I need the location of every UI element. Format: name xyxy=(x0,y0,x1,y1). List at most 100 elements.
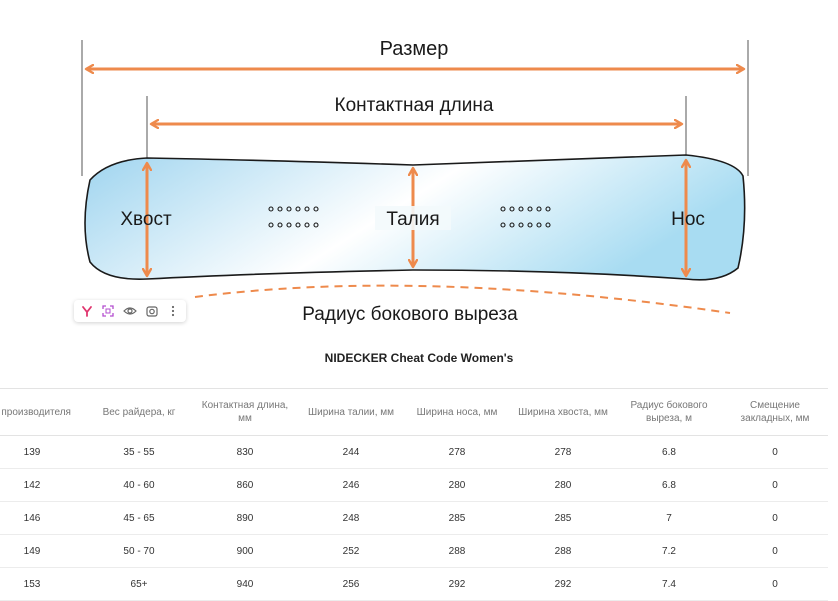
sidecut-radius-label: Радиус бокового выреза xyxy=(302,304,518,325)
table-cell: 6.8 xyxy=(616,435,722,469)
floating-toolbar xyxy=(74,300,186,322)
insert-hole xyxy=(500,206,506,212)
table-cell: 146 xyxy=(0,501,86,535)
y-filter-icon xyxy=(81,306,92,317)
insert-hole xyxy=(304,222,310,228)
more-icon xyxy=(172,305,175,317)
size-label: Размер xyxy=(380,38,449,60)
tail-label: Хвост xyxy=(120,209,172,230)
insert-hole xyxy=(527,206,533,212)
table-cell: 280 xyxy=(404,468,510,502)
table-cell: 6.8 xyxy=(616,468,722,502)
insert-hole xyxy=(500,222,506,228)
table-cell: 45 - 65 xyxy=(86,501,192,535)
header-insert-offset: Смещение закладных, мм xyxy=(722,388,828,436)
insert-hole xyxy=(518,206,524,212)
table-cell: 35 - 55 xyxy=(86,435,192,469)
table-cell: 285 xyxy=(404,501,510,535)
screenshot-icon xyxy=(102,305,115,317)
header-manufacturer-size: р производителя xyxy=(0,388,86,436)
size-table-container: р производителя Вес райдера, кг Контактн… xyxy=(0,388,838,601)
table-cell: 7.4 xyxy=(616,567,722,601)
header-waist-width: Ширина талии, мм xyxy=(298,388,404,436)
y-filter-button[interactable] xyxy=(78,302,96,320)
table-cell: 900 xyxy=(192,534,298,568)
insert-hole xyxy=(536,206,542,212)
table-cell: 285 xyxy=(510,501,616,535)
table-cell: 830 xyxy=(192,435,298,469)
table-cell: 7.2 xyxy=(616,534,722,568)
table-cell: 278 xyxy=(404,435,510,469)
snowboard-diagram: Размер Контактная длина Хвост Талия Нос … xyxy=(81,38,749,325)
table-cell: 0 xyxy=(722,501,828,535)
table-cell: 292 xyxy=(404,567,510,601)
table-cell: 0 xyxy=(722,435,828,469)
header-tail-width: Ширина хвоста, мм xyxy=(510,388,616,436)
insert-hole xyxy=(527,222,533,228)
table-cell: 288 xyxy=(404,534,510,568)
insert-hole xyxy=(313,222,319,228)
table-cell: 40 - 60 xyxy=(86,468,192,502)
table-title: NIDECKER Cheat Code Women's xyxy=(324,351,514,365)
insert-hole xyxy=(295,206,301,212)
table-cell: 149 xyxy=(0,534,86,568)
insert-hole xyxy=(277,206,283,212)
insert-hole xyxy=(509,222,515,228)
insert-hole xyxy=(313,206,319,212)
table-cell: 248 xyxy=(298,501,404,535)
more-button[interactable] xyxy=(164,302,182,320)
size-table: р производителя Вес райдера, кг Контактн… xyxy=(0,388,828,601)
table-cell: 0 xyxy=(722,567,828,601)
insert-hole xyxy=(295,222,301,228)
insert-hole xyxy=(518,222,524,228)
nose-label: Нос xyxy=(671,209,705,230)
eye-icon xyxy=(123,307,137,315)
table-cell: 252 xyxy=(298,534,404,568)
header-sidecut-radius: Радиус бокового выреза, м xyxy=(616,388,722,436)
table-cell: 890 xyxy=(192,501,298,535)
header-nose-width: Ширина носа, мм xyxy=(404,388,510,436)
screenshot-button[interactable] xyxy=(100,302,118,320)
insert-hole xyxy=(268,206,274,212)
table-cell: 280 xyxy=(510,468,616,502)
table-cell: 292 xyxy=(510,567,616,601)
table-cell: 50 - 70 xyxy=(86,534,192,568)
view-button[interactable] xyxy=(121,302,139,320)
table-cell: 256 xyxy=(298,567,404,601)
camera-icon xyxy=(145,306,158,317)
binding-inserts xyxy=(268,206,551,228)
waist-label: Талия xyxy=(386,209,439,230)
insert-hole xyxy=(509,206,515,212)
table-cell: 860 xyxy=(192,468,298,502)
sidecut-radius-arc xyxy=(194,284,731,314)
table-cell: 0 xyxy=(722,468,828,502)
table-cell: 278 xyxy=(510,435,616,469)
insert-hole xyxy=(536,222,542,228)
table-cell: 142 xyxy=(0,468,86,502)
insert-hole xyxy=(268,222,274,228)
table-cell: 246 xyxy=(298,468,404,502)
insert-hole xyxy=(277,222,283,228)
contact-length-label: Контактная длина xyxy=(335,95,494,116)
table-cell: 153 xyxy=(0,567,86,601)
insert-hole xyxy=(304,206,310,212)
insert-hole xyxy=(545,206,551,212)
table-cell: 0 xyxy=(722,534,828,568)
table-cell: 244 xyxy=(298,435,404,469)
insert-hole xyxy=(286,206,292,212)
camera-button[interactable] xyxy=(143,302,161,320)
header-rider-weight: Вес райдера, кг xyxy=(86,388,192,436)
table-cell: 940 xyxy=(192,567,298,601)
insert-hole xyxy=(286,222,292,228)
table-cell: 139 xyxy=(0,435,86,469)
header-contact-length: Контактная длина, мм xyxy=(192,388,298,436)
insert-hole xyxy=(545,222,551,228)
table-cell: 7 xyxy=(616,501,722,535)
table-cell: 65+ xyxy=(86,567,192,601)
